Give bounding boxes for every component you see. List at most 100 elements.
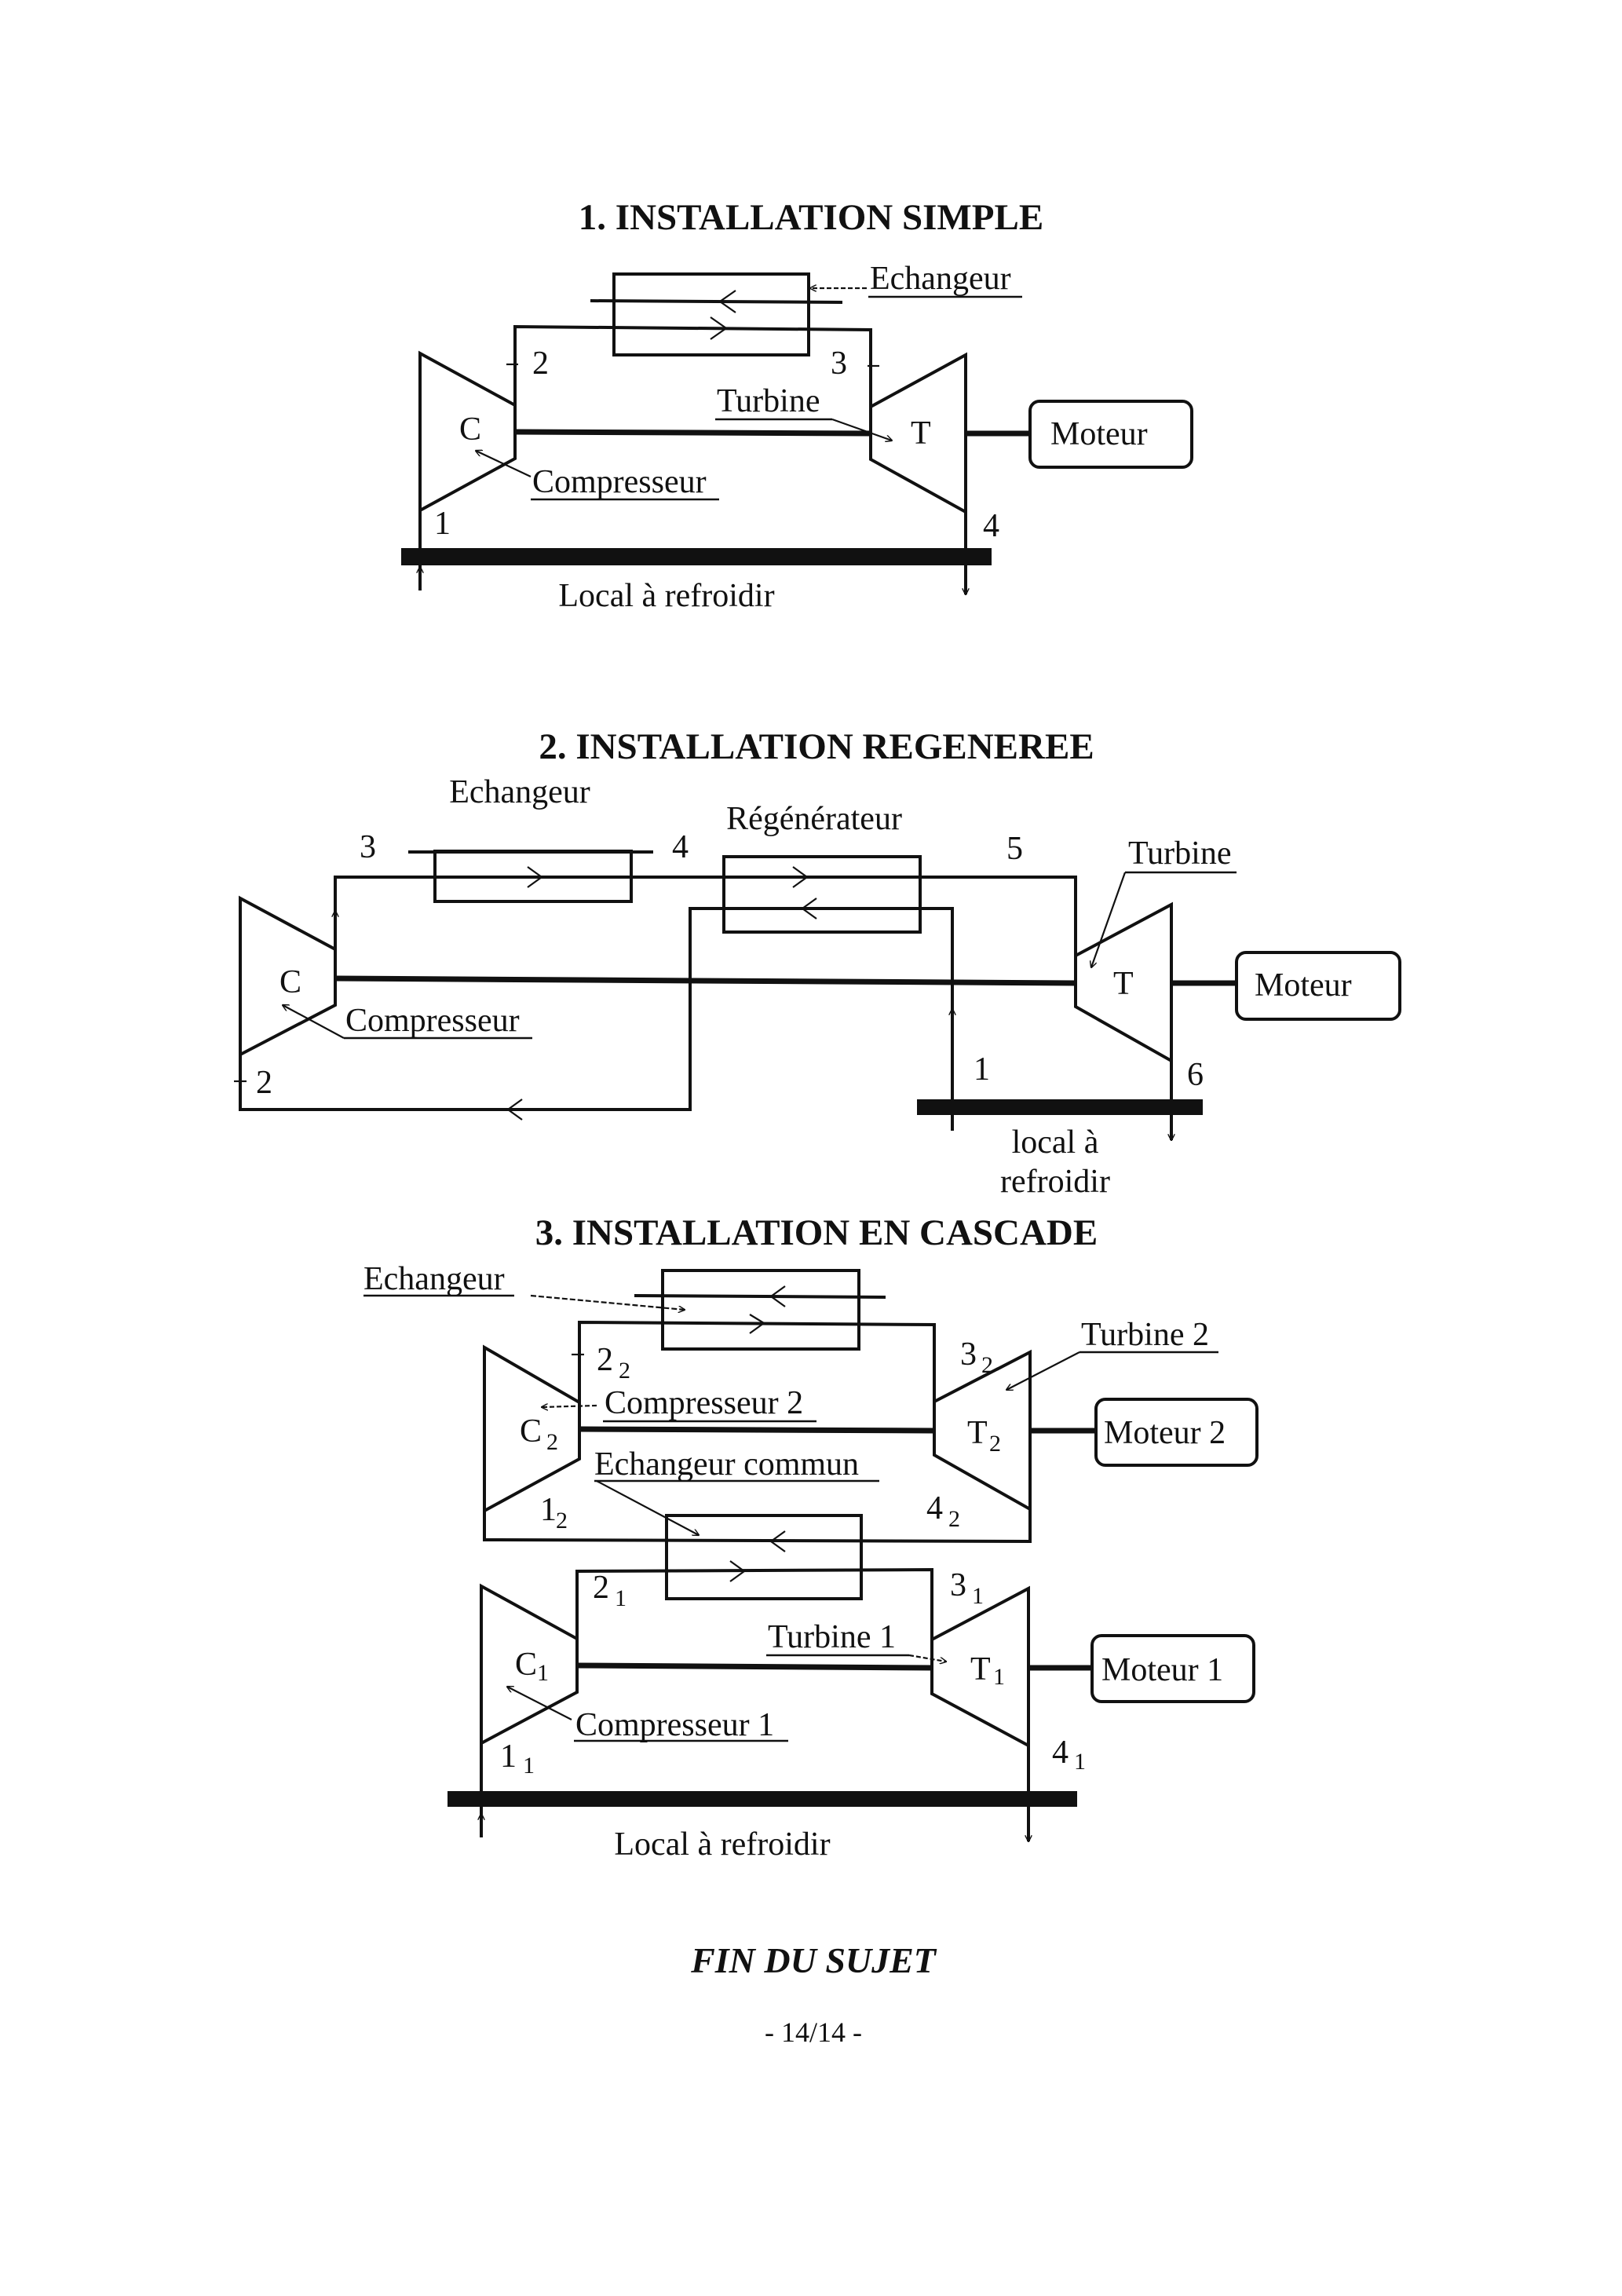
section-1-simple: 1. INSTALLATION SIMPLE C T Echangeur Mot… bbox=[401, 197, 1193, 614]
pointer-arrow-icon bbox=[1006, 1351, 1080, 1390]
flow-line-2-3 bbox=[513, 324, 872, 407]
point-label-2: 2 bbox=[532, 345, 549, 382]
regenerator-label: Régénérateur bbox=[726, 801, 902, 837]
turbine-2-subscript: 2 bbox=[989, 1431, 1001, 1457]
flow-arrow-icon bbox=[527, 866, 543, 888]
point-label-4-1: 4 bbox=[1052, 1735, 1069, 1771]
exchanger-box bbox=[661, 1269, 860, 1351]
section-2-regenerated: 2. INSTALLATION REGENEREE C T Echangeur … bbox=[234, 726, 1401, 1200]
room-bar bbox=[448, 1791, 1077, 1807]
pointer-arrow-icon bbox=[542, 1406, 597, 1407]
point-label-4-1-sub: 1 bbox=[1074, 1749, 1086, 1775]
point-label-3-2: 3 bbox=[960, 1336, 977, 1373]
turbine-1-label: Turbine 1 bbox=[768, 1619, 896, 1655]
point-label-5: 5 bbox=[1006, 831, 1023, 867]
point-label-1-2: 1 bbox=[540, 1492, 557, 1528]
compressor-2-label: Compresseur 2 bbox=[605, 1385, 803, 1421]
pointer-arrow-icon bbox=[507, 1687, 572, 1720]
point-label-2-2: 2 bbox=[597, 1342, 613, 1378]
compressor-2-subscript: 2 bbox=[546, 1429, 558, 1455]
room-label-line2: refroidir bbox=[1000, 1164, 1110, 1200]
point-label-1: 1 bbox=[434, 506, 451, 542]
room-label: Local à refroidir bbox=[558, 578, 774, 614]
compressor-2-symbol: C bbox=[520, 1413, 542, 1450]
room-label-line1: local à bbox=[1012, 1124, 1099, 1161]
regenerator-box bbox=[722, 855, 922, 934]
point-label-1: 1 bbox=[974, 1051, 990, 1088]
point-label-2-2-sub: 2 bbox=[619, 1358, 630, 1384]
common-exchanger-label: Echangeur commun bbox=[594, 1446, 859, 1483]
motor-2-label: Moteur 2 bbox=[1104, 1415, 1226, 1451]
pointer-arrow-icon bbox=[596, 1480, 699, 1535]
compressor-symbol: C bbox=[459, 411, 481, 448]
return-line-stage-2 bbox=[483, 1509, 1032, 1544]
flow-arrow-icon bbox=[506, 1099, 523, 1121]
flow-arrow-icon bbox=[792, 866, 809, 888]
section-title: 2. INSTALLATION REGENEREE bbox=[539, 726, 1094, 767]
motor-label: Moteur bbox=[1050, 416, 1148, 452]
point-label-3-1: 3 bbox=[950, 1567, 966, 1603]
flow-line-3-5 bbox=[334, 876, 1077, 956]
return-line bbox=[239, 907, 954, 1131]
pointer-arrow-icon bbox=[530, 1294, 685, 1310]
motor-box bbox=[1235, 951, 1401, 1021]
compressor-label: Compresseur bbox=[345, 1003, 520, 1039]
compressor-symbol: C bbox=[279, 964, 301, 1000]
section-3-cascade: 3. INSTALLATION EN CASCADE C 2 T 2 Echan… bbox=[363, 1212, 1259, 1863]
motor-label: Moteur bbox=[1255, 967, 1352, 1004]
flow-arrow-icon bbox=[710, 316, 728, 340]
flow-line-22-32 bbox=[578, 1320, 936, 1402]
pointer-arrow-icon bbox=[283, 1005, 345, 1039]
turbine-2-symbol: T bbox=[967, 1415, 988, 1451]
point-label-1-2-sub: 2 bbox=[556, 1508, 568, 1534]
point-label-4: 4 bbox=[983, 508, 999, 544]
room-label: Local à refroidir bbox=[614, 1826, 830, 1863]
turbine-1-subscript: 1 bbox=[993, 1664, 1005, 1690]
point-label-3: 3 bbox=[831, 345, 847, 382]
exchanger-box bbox=[612, 272, 810, 356]
exchanger-cold-line bbox=[590, 299, 843, 304]
compressor-shape bbox=[418, 350, 517, 514]
page-number: - 14/14 - bbox=[765, 2016, 862, 2048]
compressor-label: Compresseur bbox=[532, 464, 707, 500]
room-bar bbox=[401, 548, 992, 565]
point-label-2-1-sub: 1 bbox=[615, 1585, 627, 1611]
turbine-2-label: Turbine 2 bbox=[1081, 1317, 1209, 1353]
turbine-label: Turbine bbox=[717, 383, 820, 419]
point-label-2: 2 bbox=[256, 1065, 272, 1101]
common-exchanger-box bbox=[665, 1514, 863, 1600]
flow-arrow-icon bbox=[801, 898, 817, 919]
section-title: 1. INSTALLATION SIMPLE bbox=[579, 197, 1043, 238]
point-label-3: 3 bbox=[360, 829, 376, 865]
room-bar bbox=[917, 1099, 1203, 1115]
exchanger-label: Echangeur bbox=[870, 261, 1011, 297]
end-of-subject: FIN DU SUJET bbox=[690, 1940, 937, 1980]
flow-arrow-icon bbox=[749, 1314, 765, 1334]
exchanger-label: Echangeur bbox=[363, 1261, 505, 1297]
motor-1-label: Moteur 1 bbox=[1101, 1652, 1223, 1688]
shaft bbox=[514, 429, 871, 437]
turbine-1-symbol: T bbox=[970, 1651, 991, 1687]
motor-2-box bbox=[1094, 1398, 1259, 1467]
flow-arrow-icon bbox=[718, 290, 736, 313]
point-label-4-2: 4 bbox=[926, 1490, 943, 1526]
compressor-1-subscript: 1 bbox=[537, 1660, 549, 1686]
turbine-symbol: T bbox=[1113, 966, 1134, 1002]
compressor-1-label: Compresseur 1 bbox=[575, 1707, 774, 1743]
compressor-2-shape bbox=[483, 1344, 581, 1514]
point-label-3-2-sub: 2 bbox=[981, 1352, 993, 1378]
turbine-label: Turbine bbox=[1128, 835, 1231, 872]
pointer-arrow-icon bbox=[1091, 872, 1127, 967]
compressor-1-shape bbox=[480, 1583, 579, 1746]
section-title: 3. INSTALLATION EN CASCADE bbox=[535, 1212, 1098, 1253]
exchanger-label: Echangeur bbox=[449, 774, 590, 810]
point-label-6: 6 bbox=[1187, 1057, 1204, 1093]
point-label-3-1-sub: 1 bbox=[972, 1583, 984, 1609]
pointer-arrow-icon bbox=[908, 1654, 946, 1662]
compressor-shape bbox=[239, 895, 337, 1058]
shaft-1 bbox=[576, 1662, 933, 1671]
motor-1-box bbox=[1090, 1634, 1255, 1703]
flow-arrow-icon bbox=[729, 1560, 746, 1582]
